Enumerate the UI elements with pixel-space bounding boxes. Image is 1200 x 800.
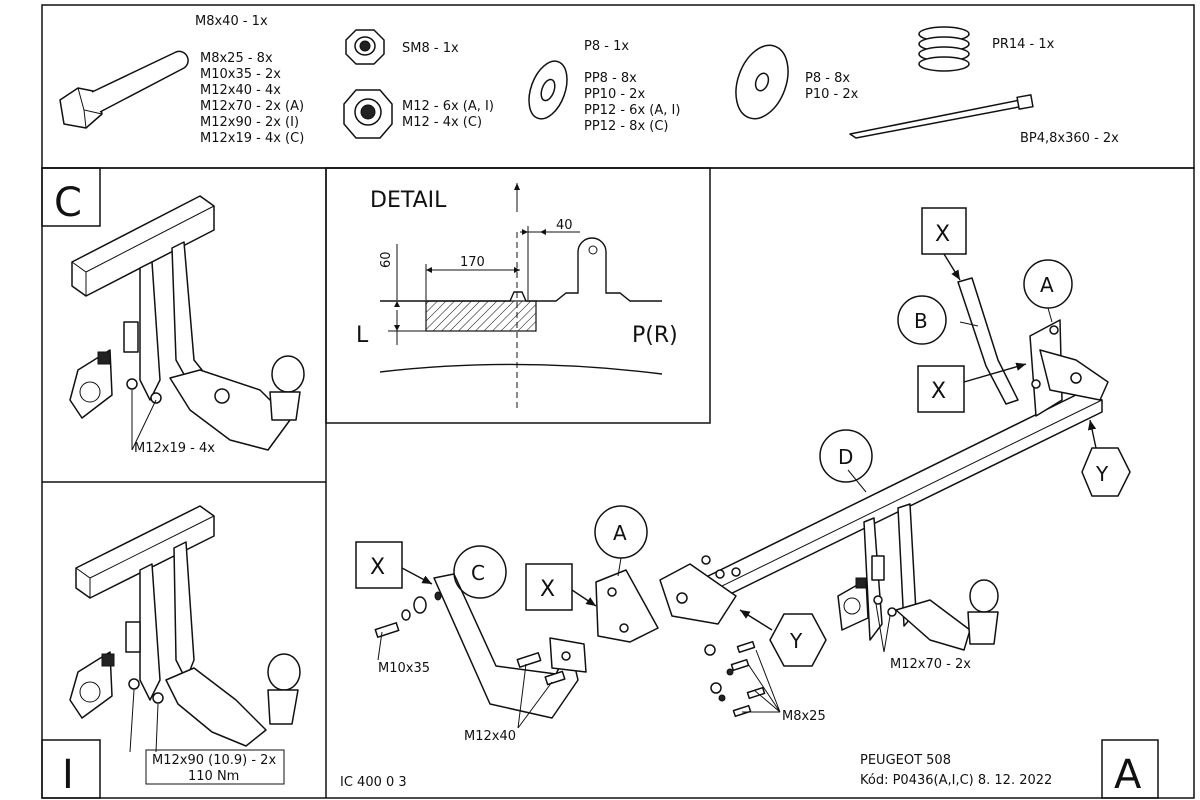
panel-i-torque-label: 110 Nm xyxy=(188,769,239,784)
towbar-ball-c-drawing xyxy=(69,195,305,451)
drawing-code: IC 400 0 3 xyxy=(340,775,407,790)
bolt-m10x35-label: M10x35 - 2x xyxy=(200,67,281,82)
tag-a-right: A xyxy=(1040,273,1054,297)
cable-tie-label: BP4,8x360 - 2x xyxy=(1020,131,1119,146)
panel-i-letter: I xyxy=(62,752,74,798)
bolt-m8x25-label: M8x25 - 8x xyxy=(200,51,273,66)
washer-pp8-label: PP8 - 8x xyxy=(584,71,637,86)
tag-x-mid: X xyxy=(540,577,555,602)
detail-title: DETAIL xyxy=(370,188,447,213)
tag-a-left: A xyxy=(613,521,627,545)
detail-label-l: L xyxy=(356,323,369,348)
tag-x-top: X xyxy=(935,222,950,247)
detail-frame xyxy=(325,167,711,424)
corner-letter-a: A xyxy=(1114,752,1142,798)
bolt-m12x19-label: M12x19 - 4x (C) xyxy=(200,131,304,146)
bolt-m12x40-callout: M12x40 xyxy=(464,729,516,744)
large-nut-icon xyxy=(343,89,393,139)
tag-c: C xyxy=(471,561,485,585)
tag-x-right: X xyxy=(931,379,946,404)
tag-d: D xyxy=(838,445,853,469)
washer-pp10-label: PP10 - 2x xyxy=(584,87,645,102)
left-bracket-a xyxy=(595,563,737,643)
panel-c-bolt-label: M12x19 - 4x xyxy=(134,441,215,456)
part-code: Kód: P0436(A,I,C) 8. 12. 2022 xyxy=(860,773,1052,788)
bolt-m12x40-label: M12x40 - 4x xyxy=(200,83,281,98)
tag-x-left: X xyxy=(370,555,385,580)
detail-dim-60: 60 xyxy=(379,251,394,268)
bolt-m10x35-callout: M10x35 xyxy=(378,661,430,676)
bolt-m12x70-label: M12x70 - 2x (A) xyxy=(200,99,304,114)
arm-c xyxy=(433,573,587,719)
right-bracket-a xyxy=(1029,319,1109,417)
detail-label-pr: P(R) xyxy=(632,323,678,348)
tag-y-mid-hex xyxy=(769,613,827,667)
tag-b: B xyxy=(914,309,928,333)
cable-tie-icon xyxy=(849,94,1034,139)
nut-m12-c-label: M12 - 4x (C) xyxy=(402,115,482,130)
bolt-m12x70-callout: M12x70 - 2x xyxy=(890,657,971,672)
washer-p10-label: P10 - 2x xyxy=(805,87,859,102)
nut-sm8-label: SM8 - 1x xyxy=(402,41,459,56)
panel-c-letter: C xyxy=(54,180,82,226)
vehicle-model: PEUGEOT 508 xyxy=(860,753,951,768)
tag-y-right: Y xyxy=(1095,462,1109,486)
washer-p8-label: P8 - 1x xyxy=(584,39,629,54)
panel-i-bolt-label: M12x90 (10.9) - 2x xyxy=(152,753,276,768)
hex-bolt-icon xyxy=(59,50,189,129)
washer-pp12-c-label: PP12 - 8x (C) xyxy=(584,119,669,134)
spring-pr14-label: PR14 - 1x xyxy=(992,37,1055,52)
spring-washer-icon xyxy=(918,26,970,72)
large-washer-icon xyxy=(735,44,789,120)
detail-dim-170: 170 xyxy=(460,255,485,270)
towbar-ball-a-drawing xyxy=(837,503,999,651)
bolt-m8x40-label: M8x40 - 1x xyxy=(195,14,268,29)
fastener-parts xyxy=(374,555,766,718)
tag-y-right-hex xyxy=(1081,447,1131,497)
washer-pp12-ai-label: PP12 - 6x (A, I) xyxy=(584,103,680,118)
small-nut-icon xyxy=(345,29,385,65)
tag-y-mid: Y xyxy=(789,629,803,653)
small-washer-icon xyxy=(528,60,568,120)
towbar-ball-i-drawing xyxy=(69,505,301,747)
nut-m12-ai-label: M12 - 6x (A, I) xyxy=(402,99,494,114)
washer-p8-large-label: P8 - 8x xyxy=(805,71,850,86)
bolt-m12x90-label: M12x90 - 2x (I) xyxy=(200,115,299,130)
bolt-m8x25-callout: M8x25 xyxy=(782,709,826,724)
detail-dim-40: 40 xyxy=(556,218,573,233)
arm-b xyxy=(957,277,1019,405)
